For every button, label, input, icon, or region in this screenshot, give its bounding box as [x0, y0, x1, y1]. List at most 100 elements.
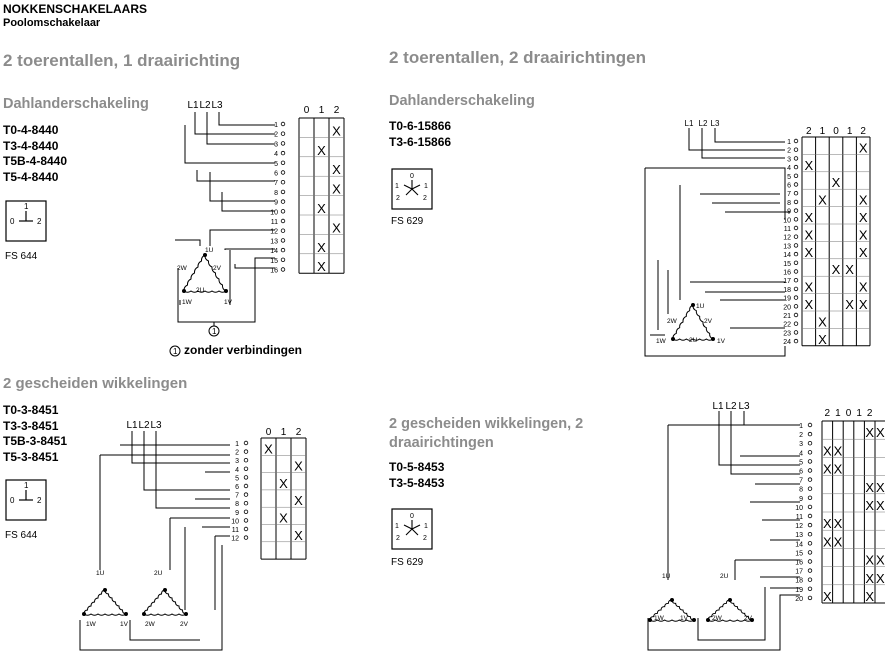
winding-node — [706, 618, 710, 622]
terminal-contact — [793, 225, 799, 231]
terminal-number: 12 — [783, 235, 791, 242]
product-code: T3-6-15866 — [389, 134, 452, 149]
contact-x-mark: X — [332, 162, 341, 177]
contact-x-mark: X — [804, 227, 813, 242]
winding-label: 1W — [654, 615, 665, 622]
page-subtitle: Poolomschakelaar — [3, 17, 101, 29]
contact-x-mark: X — [317, 240, 326, 255]
knob-position-label: 2 — [396, 535, 400, 542]
contact-x-mark: X — [876, 553, 885, 568]
terminal-number: 1 — [235, 441, 239, 448]
winding-label: 1V — [680, 615, 689, 622]
terminal-contact — [280, 247, 286, 253]
contact-x-mark: X — [865, 480, 874, 495]
winding-label: 2U — [720, 573, 729, 580]
terminal-contact — [807, 532, 813, 537]
terminal-contact — [807, 504, 813, 510]
terminal-number: 17 — [783, 278, 791, 285]
winding-label: 1V — [224, 299, 233, 306]
product-codes-2: T0-6-15866 T3-6-15866 — [389, 119, 451, 150]
switch-position-header: 1 — [847, 126, 853, 137]
terminal-number: 8 — [274, 190, 278, 197]
product-codes-3: T0-3-8451 T3-3-8451 T5B-3-8451 T5-3-8451 — [3, 403, 67, 465]
knob-position-label: 2 — [423, 535, 427, 542]
contact-x-mark: X — [865, 425, 874, 440]
line-label-l3: L3 — [150, 420, 162, 431]
terminal-contact — [280, 160, 286, 165]
wire — [79, 545, 223, 651]
contact-x-mark: X — [823, 516, 832, 531]
switch-position-header: 2 — [825, 408, 831, 419]
terminal-contact — [793, 295, 799, 300]
contact-x-mark: X — [317, 259, 326, 274]
winding-label: 1W — [182, 299, 193, 306]
wire — [209, 172, 275, 202]
winding-coil — [83, 613, 127, 616]
product-code: T3-4-8440 — [3, 138, 59, 153]
terminal-number: 3 — [799, 441, 803, 448]
l2-wire — [701, 128, 785, 159]
knob-position-label: 0 — [10, 217, 15, 226]
terminal-number: 11 — [232, 527, 239, 534]
terminal-contact — [793, 251, 799, 257]
winding-label: 1U — [662, 573, 671, 580]
jumper-wire — [184, 125, 275, 164]
terminal-contact — [793, 217, 799, 222]
terminal-contact — [243, 492, 249, 497]
fs-label-3: FS 644 — [5, 530, 38, 541]
winding-node — [124, 612, 128, 616]
terminal-contact — [243, 466, 249, 471]
terminal-number: 5 — [235, 475, 239, 482]
contact-x-mark: X — [818, 332, 827, 347]
line-label-l2: L2 — [199, 100, 211, 111]
switch-position-header: 2 — [867, 408, 873, 419]
contact-x-mark: X — [876, 480, 885, 495]
terminal-number: 11 — [784, 226, 791, 233]
knob-position-label: 1 — [24, 481, 29, 490]
section-subtitle-1: Dahlanderschakeling — [3, 96, 149, 112]
winding-node — [671, 337, 675, 341]
terminal-contact — [807, 459, 813, 464]
product-code: T0-5-8453 — [389, 460, 445, 474]
terminal-contact — [280, 121, 286, 127]
terminal-number: 13 — [795, 532, 803, 539]
l3-wire — [714, 128, 785, 143]
terminal-contact — [793, 156, 799, 161]
section-subtitle-2: Dahlanderschakeling — [389, 93, 535, 109]
contact-x-mark: X — [859, 245, 868, 260]
contact-x-mark: X — [859, 227, 868, 242]
knob-position-label: 1 — [395, 183, 399, 190]
terminal-contact — [280, 228, 286, 233]
product-code: T5B-4-8440 — [3, 154, 68, 168]
terminal-contact — [807, 595, 813, 601]
l3-wire — [218, 112, 275, 126]
winding-coil — [83, 589, 106, 615]
wire — [175, 239, 201, 246]
switch-knob-icon — [5, 479, 47, 521]
contact-x-mark: X — [823, 534, 832, 549]
terminal-number: 14 — [795, 541, 803, 548]
contact-x-mark: X — [865, 498, 874, 513]
terminal-number: 2 — [787, 148, 791, 155]
l2-wire — [143, 431, 230, 491]
fs-label-4: FS 629 — [391, 557, 424, 568]
knob-pointer — [403, 184, 413, 190]
product-code: T3-5-8453 — [389, 475, 445, 490]
terminal-contact — [793, 199, 799, 205]
terminal-number: 18 — [783, 287, 791, 294]
line-label-l2: L2 — [699, 119, 708, 128]
terminal-number: 12 — [270, 229, 278, 236]
terminal-number: 2 — [235, 450, 239, 457]
product-code: T5-4-8440 — [3, 169, 59, 184]
terminal-number: 3 — [274, 141, 278, 148]
terminal-number: 7 — [799, 478, 803, 485]
product-code: T0-6-15866 — [389, 119, 452, 133]
winding-node — [163, 588, 167, 592]
terminal-number: 8 — [799, 487, 803, 494]
terminal-number: 5 — [799, 459, 803, 466]
terminal-number: 14 — [270, 248, 278, 255]
contact-x-mark: X — [859, 280, 868, 295]
knob-position-label: 0 — [410, 513, 414, 520]
winding-coil — [729, 599, 753, 621]
